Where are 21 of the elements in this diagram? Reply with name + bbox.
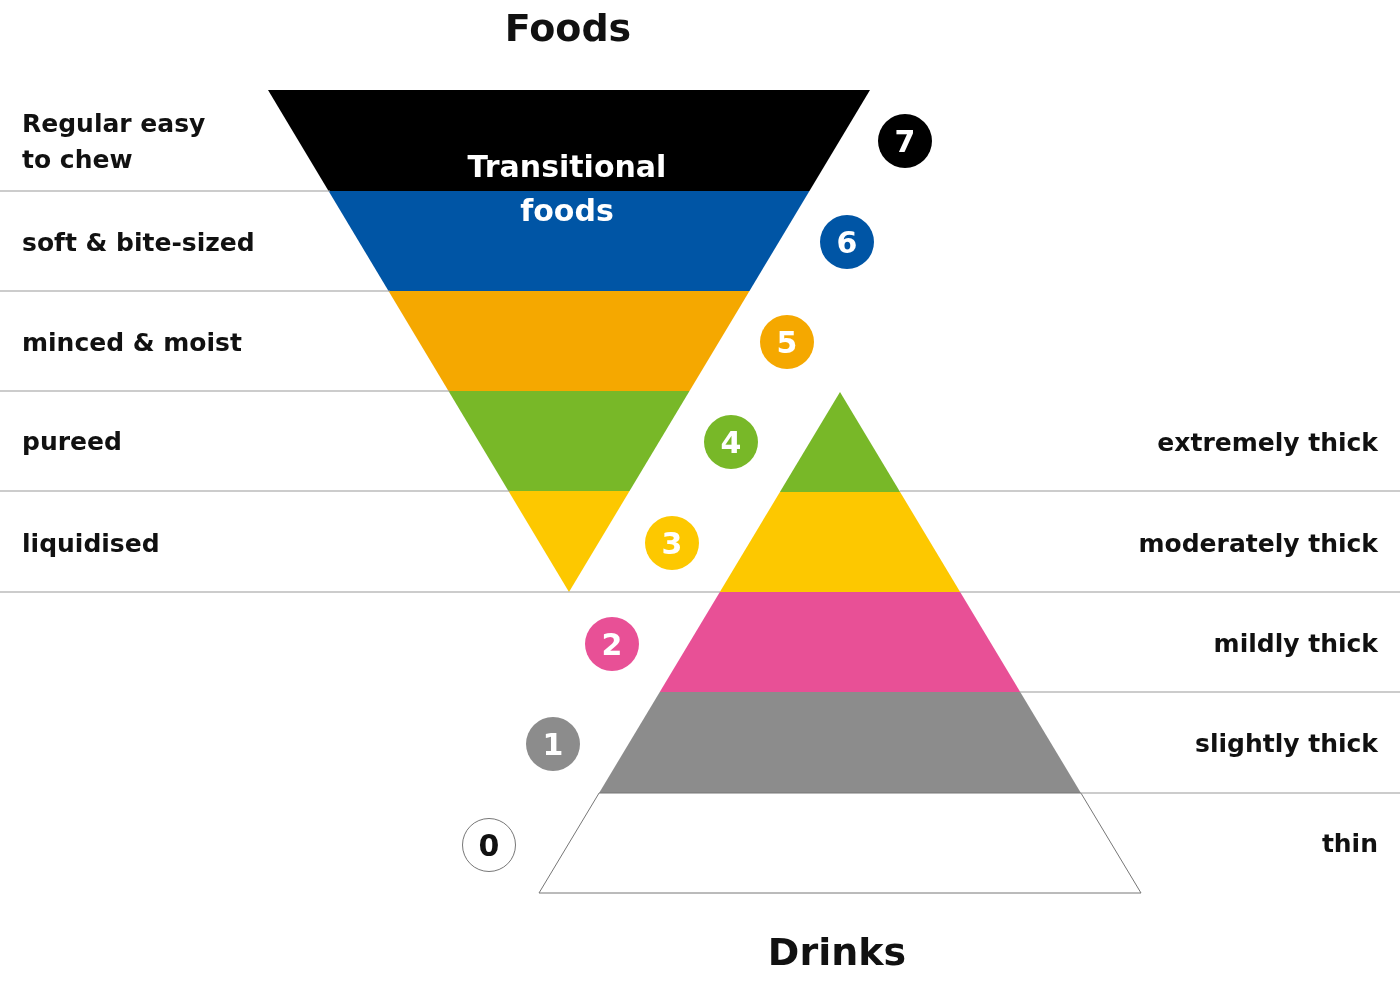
level-name: mildly thick <box>1212 628 1378 660</box>
level-number-circle: 2 <box>585 617 639 671</box>
level-name: Regular easy to chew <box>22 108 207 176</box>
band-label: Transitional foods <box>466 148 668 230</box>
level-name: thin <box>1320 828 1378 860</box>
level-number-circle: 6 <box>820 215 874 269</box>
level-name: pureed <box>22 426 123 458</box>
level-name: soft & bite-sized <box>22 227 256 259</box>
level-number-circle: 0 <box>462 818 516 872</box>
level-name: minced & moist <box>22 327 243 359</box>
level-name: slightly thick <box>1194 728 1378 760</box>
level-number-circle: 1 <box>526 717 580 771</box>
level-name: moderately thick <box>1137 528 1378 560</box>
level-number-circle: 7 <box>878 114 932 168</box>
level-name: extremely thick <box>1156 427 1378 459</box>
level-name: liquidised <box>22 528 161 560</box>
level-number-circle: 3 <box>645 516 699 570</box>
level-number-circle: 5 <box>760 315 814 369</box>
level-number-circle: 4 <box>704 415 758 469</box>
section-heading: Drinks <box>766 928 908 976</box>
section-heading: Foods <box>503 4 633 52</box>
